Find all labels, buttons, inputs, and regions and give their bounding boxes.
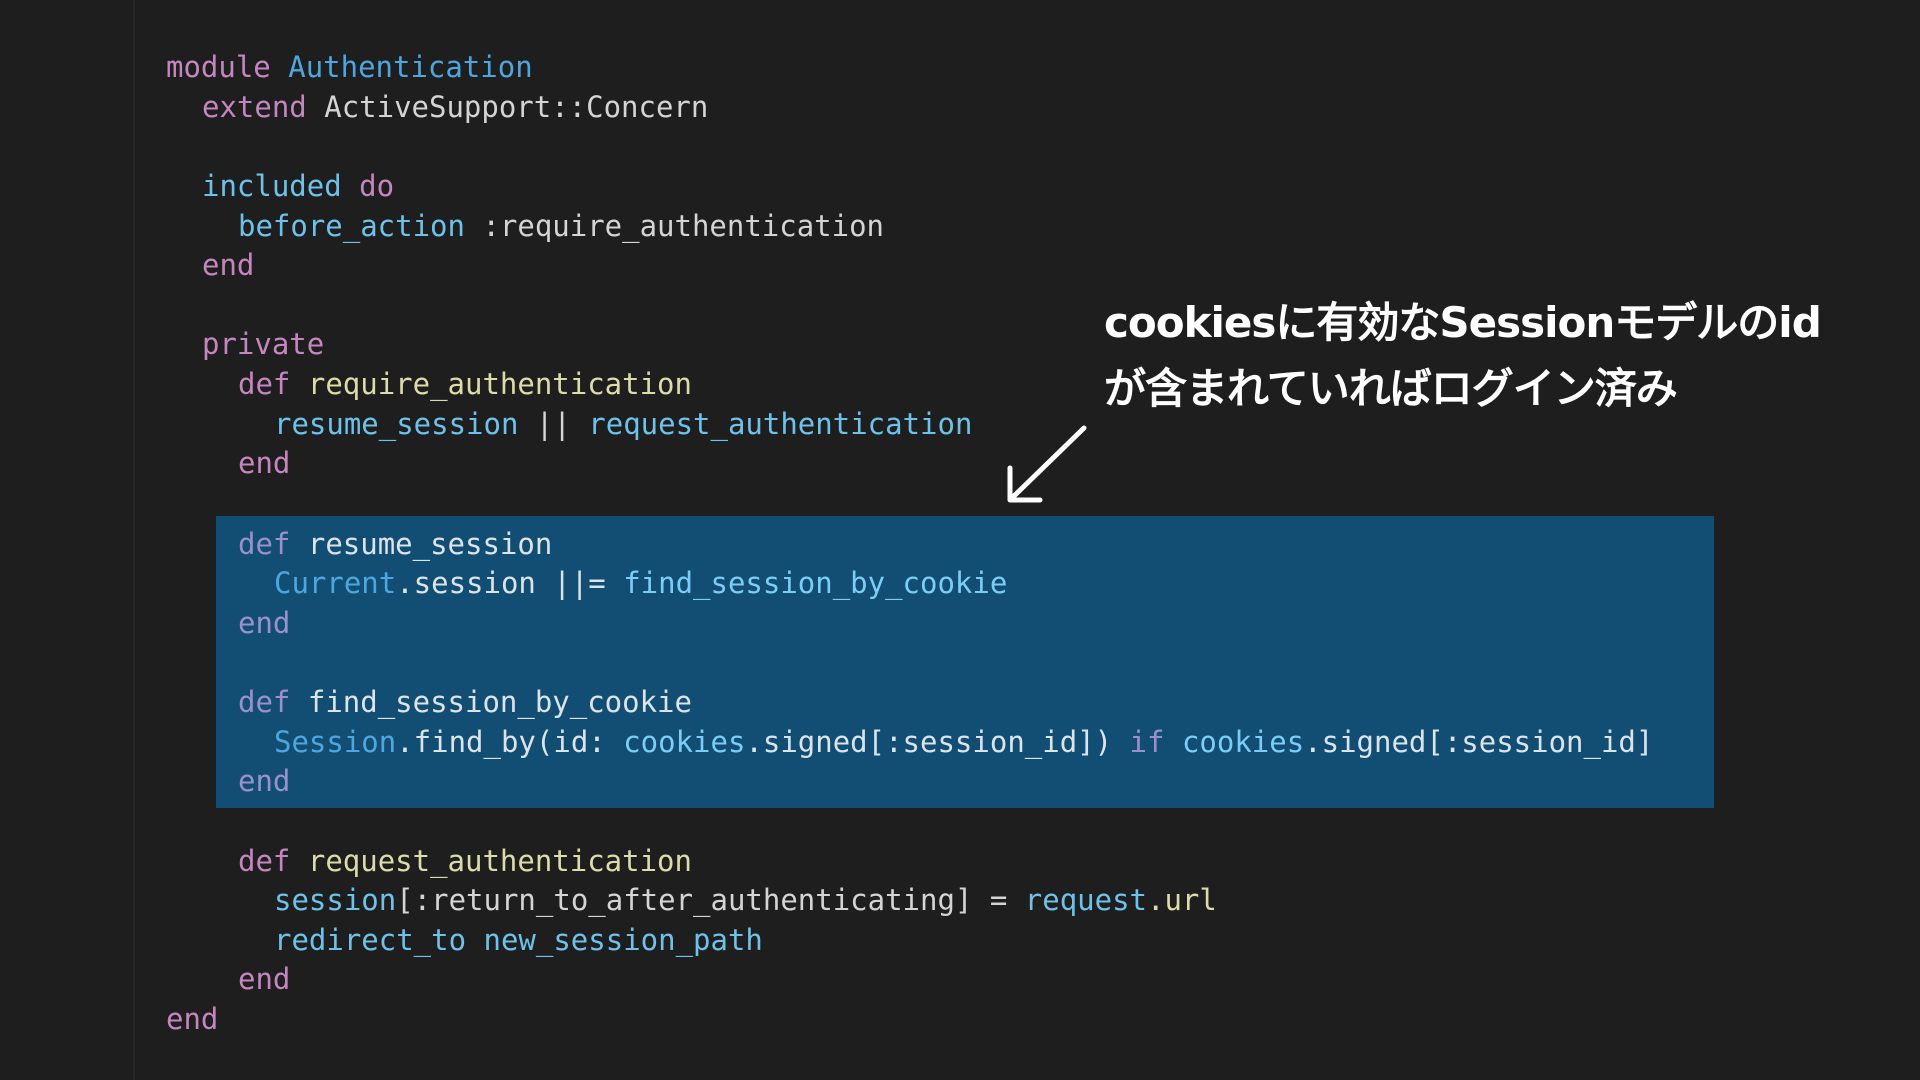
code-text: .url — [1147, 883, 1217, 917]
keyword: end — [238, 606, 291, 640]
keyword: end — [166, 1002, 219, 1036]
module-name: Authentication — [288, 50, 533, 84]
gutter-divider — [133, 0, 135, 1080]
method-call: cookies — [1181, 725, 1305, 759]
method-call: cookies — [623, 725, 746, 759]
code-line-10: resume_session || request_authentication — [274, 404, 972, 444]
code-line-13: def resume_session — [238, 524, 552, 564]
keyword: end — [238, 962, 291, 996]
annotation-line-2: が含まれていればログイン済み — [1104, 364, 1678, 413]
method-call: session — [274, 883, 397, 917]
code-line-14: Current.session ||= find_session_by_cook… — [274, 563, 1007, 603]
code-line-22: session[:return_to_after_authenticating]… — [274, 880, 1217, 920]
code-line-11: end — [238, 443, 290, 483]
code-text: .find_by(id: — [396, 725, 606, 759]
code-line-17: def find_session_by_cookie — [238, 682, 692, 722]
highlight-box — [216, 516, 1714, 808]
code-text: :require_authentication — [482, 209, 885, 243]
code-text: .session ||= — [396, 566, 606, 600]
keyword: module — [166, 50, 271, 84]
code-text: .signed[:session_id] — [1304, 725, 1654, 759]
code-line-23: redirect_to new_session_path — [274, 920, 763, 960]
keyword: if — [1129, 725, 1165, 759]
method-call: included — [202, 169, 342, 203]
keyword: def — [238, 685, 291, 719]
code-line-15: end — [238, 603, 290, 643]
method-call: request — [1024, 883, 1147, 917]
function-name: request_authentication — [307, 844, 692, 878]
code-line-6: end — [202, 245, 254, 285]
keyword: extend — [202, 90, 307, 124]
keyword: def — [238, 367, 291, 401]
keyword: end — [238, 764, 291, 798]
code-line-9: def require_authentication — [238, 364, 692, 404]
code-line-1: module Authentication — [166, 47, 533, 87]
keyword: do — [359, 169, 395, 203]
keyword: end — [202, 248, 255, 282]
code-line-18: Session.find_by(id: cookies.signed[:sess… — [274, 722, 1653, 762]
operator: || — [535, 407, 571, 441]
class-name: Current — [274, 566, 397, 600]
code-text: .signed[:session_id]) — [745, 725, 1113, 759]
keyword: private — [202, 327, 325, 361]
code-line-8: private — [202, 324, 324, 364]
keyword: end — [238, 446, 291, 480]
function-name: resume_session — [307, 527, 553, 561]
code-text: ActiveSupport::Concern — [324, 90, 709, 124]
function-name: require_authentication — [307, 367, 692, 401]
code-line-5: before_action :require_authentication — [238, 206, 884, 246]
class-name: Session — [274, 725, 397, 759]
code-line-4: included do — [202, 166, 394, 206]
code-line-24: end — [238, 959, 290, 999]
code-line-2: extend ActiveSupport::Concern — [202, 87, 708, 127]
arrow-icon — [1007, 425, 1087, 503]
method-call: redirect_to new_session_path — [274, 923, 763, 957]
method-call: resume_session — [274, 407, 519, 441]
code-line-19: end — [238, 761, 290, 801]
method-call: find_session_by_cookie — [623, 566, 1008, 600]
method-call: request_authentication — [588, 407, 973, 441]
keyword: def — [238, 527, 291, 561]
annotation-text: cookiesに有効なSessionモデルのid が含まれていればログイン済み — [1104, 290, 1822, 422]
keyword: def — [238, 844, 291, 878]
code-line-25: end — [166, 999, 218, 1039]
code-line-21: def request_authentication — [238, 841, 692, 881]
code-text: [:return_to_after_authenticating] = — [396, 883, 1008, 917]
function-name: find_session_by_cookie — [307, 685, 692, 719]
annotation-line-1: cookiesに有効なSessionモデルのid — [1104, 298, 1822, 347]
method-call: before_action — [238, 209, 465, 243]
